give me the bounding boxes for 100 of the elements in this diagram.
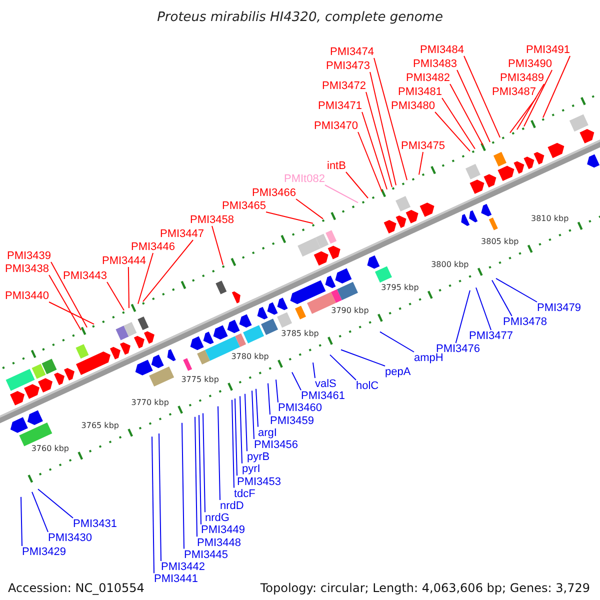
gene-label: pyrB: [247, 451, 270, 464]
gene-label: PMI3443: [63, 270, 108, 282]
leader-line: [198, 414, 202, 525]
leader-line: [234, 398, 238, 476]
gene-label: PMI3471: [318, 100, 362, 112]
leader-line: [366, 92, 392, 188]
gene-label: PMI3430: [48, 532, 92, 544]
gene-label: pepA: [385, 366, 411, 378]
leader-line: [324, 184, 358, 204]
leader-line: [362, 112, 388, 190]
leader-line: [244, 393, 248, 452]
gene-label: PMI3481: [398, 86, 442, 98]
leader-line: [50, 262, 88, 328]
leader-line: [510, 98, 537, 134]
gene-label: PMI3478: [503, 316, 548, 328]
gene-label: argI: [258, 426, 277, 439]
gene-label: PMI3446: [131, 241, 176, 253]
gene-label: PMI3449: [201, 524, 246, 536]
gene-label: intB: [327, 160, 346, 172]
leader-line: [345, 172, 368, 199]
leader-line: [380, 331, 414, 352]
gene-label: PMI3444: [102, 255, 146, 267]
leader-line: [455, 290, 470, 344]
gene-label: PMI3474: [330, 46, 374, 58]
gene-label: PMI3453: [237, 476, 282, 488]
leader-line: [232, 399, 234, 488]
gene-label: PMI3456: [254, 439, 298, 451]
leader-line: [182, 422, 184, 550]
gene-label: PMI3445: [184, 548, 228, 561]
gene-label: PMI3447: [160, 228, 204, 240]
leader-line: [418, 152, 424, 176]
leader-line: [312, 362, 316, 378]
leader-line: [370, 72, 396, 186]
position-label: 3780 kbp: [231, 352, 269, 362]
leader-line: [542, 56, 571, 118]
leader-line: [442, 98, 476, 150]
gene-label: PMI3448: [197, 536, 242, 549]
gene-label: PMI3479: [537, 302, 582, 314]
genome-summary-text: Topology: circular; Length: 4,063,606 bp; Genes: 3,729: [260, 581, 590, 595]
leader-line: [20, 496, 22, 546]
leader-line: [450, 84, 484, 146]
gene-label: PMI3438: [5, 263, 50, 275]
leader-line: [476, 287, 492, 330]
position-label: 3805 kbp: [481, 237, 519, 248]
leader-line: [138, 252, 154, 304]
leader-line: [142, 240, 194, 302]
gene-label: PMI3484: [420, 44, 464, 56]
title: Proteus mirabilis HI4320, complete genome: [156, 10, 444, 25]
gene-label: ampH: [414, 352, 444, 364]
gene-label: PMI3442: [161, 561, 206, 573]
leader-line: [292, 372, 302, 391]
leader-line: [492, 280, 512, 316]
leader-line: [516, 84, 545, 130]
gene-label: PMI3466: [252, 187, 296, 199]
gene-label: valS: [315, 378, 336, 390]
position-label: 3775 kbp: [181, 375, 219, 386]
gene-label: PMI3477: [469, 330, 514, 342]
gene-label: PMI3465: [222, 200, 266, 212]
leader-line: [496, 278, 538, 302]
gene-label: PMI3431: [73, 518, 118, 530]
leader-line: [256, 388, 258, 428]
gene-label: nrdD: [220, 500, 244, 512]
gene-label: PMI3429: [22, 546, 66, 558]
gene-label: pyrI: [242, 463, 260, 476]
position-label: 3765 kbp: [81, 421, 119, 431]
gene-label: PMI3441: [154, 573, 198, 586]
leader-line: [296, 198, 324, 220]
gene-label: PMI3482: [406, 72, 450, 84]
leader-line: [218, 406, 220, 500]
leader-line: [252, 390, 254, 440]
gene-label: PMI3475: [401, 140, 446, 152]
gene-label: holC: [356, 380, 379, 392]
gene-label: PMI3458: [190, 214, 234, 226]
leader-line: [434, 112, 470, 152]
leader-line: [524, 70, 553, 127]
gene-label: nrdG: [205, 512, 230, 524]
gene-label: PMI3459: [270, 414, 314, 427]
gene-label: PMI3487: [492, 86, 536, 98]
leader-line: [358, 132, 382, 192]
leader-line: [456, 70, 490, 142]
gene-label: PMI3489: [500, 72, 544, 84]
leader-line: [464, 56, 500, 138]
leader-line: [240, 396, 242, 464]
accession-text: Accession: NC_010554: [8, 581, 144, 595]
position-label: 3810 kbp: [531, 214, 569, 224]
gene-label: PMI3473: [326, 60, 370, 72]
gene-label: PMI3439: [7, 250, 52, 262]
leader-line: [212, 226, 224, 266]
leader-line: [38, 488, 74, 518]
leader-line: [194, 416, 198, 538]
gene-label: PMI3472: [322, 80, 366, 92]
position-label: 3790 kbp: [331, 306, 369, 316]
gene-label: PMI3460: [278, 402, 322, 414]
gene-label: tdcF: [234, 488, 256, 500]
position-label: 3785 kbp: [281, 329, 319, 340]
leader-line: [106, 282, 124, 311]
gene-label: PMI3483: [413, 58, 458, 70]
leader-line: [374, 58, 408, 181]
leader-line: [32, 491, 48, 532]
leader-line: [128, 266, 130, 309]
